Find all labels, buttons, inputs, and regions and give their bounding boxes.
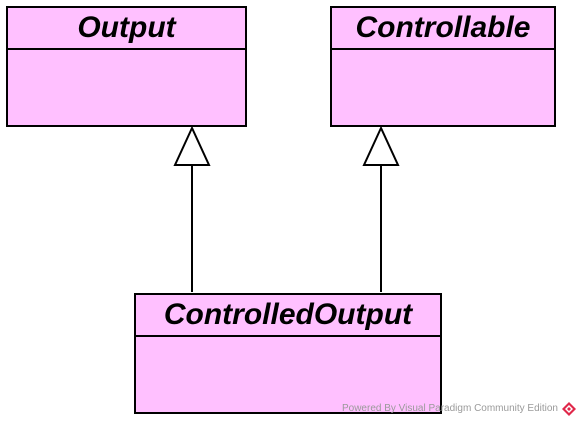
inheritance-arrowhead-output: [173, 125, 211, 166]
watermark-text: Powered By Visual Paradigm Community Edi…: [341, 403, 558, 414]
visual-paradigm-logo-icon: [562, 402, 576, 416]
inheritance-arrowhead-controllable: [362, 125, 400, 166]
class-output[interactable]: Output: [6, 6, 247, 127]
class-controlled-output[interactable]: ControlledOutput: [134, 293, 442, 414]
class-body-output: [8, 50, 245, 125]
generalization-output: [173, 125, 211, 292]
class-body-controllable: [332, 50, 554, 125]
generalization-controllable: [362, 125, 400, 292]
class-body-controlled-output: [136, 337, 440, 412]
class-name-controllable: Controllable: [332, 8, 554, 50]
class-name-controlled-output: ControlledOutput: [136, 295, 440, 337]
class-name-output: Output: [8, 8, 245, 50]
class-controllable[interactable]: Controllable: [330, 6, 556, 127]
